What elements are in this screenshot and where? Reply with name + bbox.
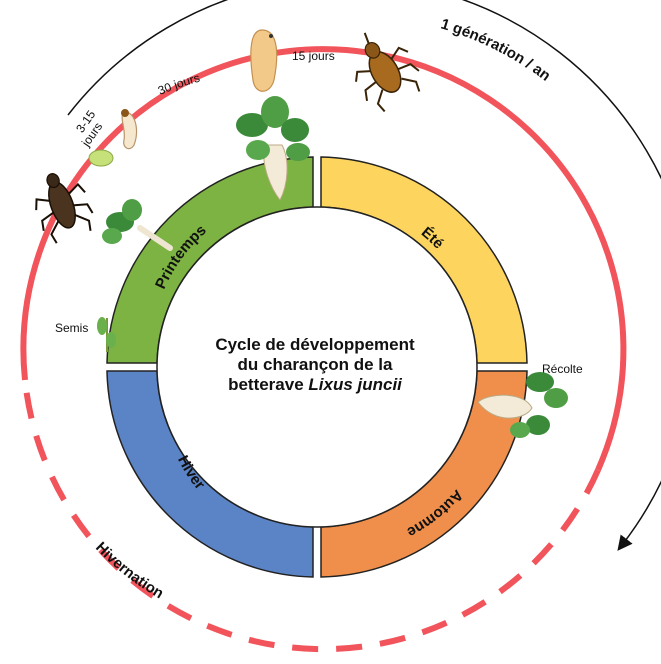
- generation-label: 1 génération / an: [439, 16, 554, 85]
- species-name: Lixus juncii: [308, 375, 402, 394]
- title-line-2: du charançon de la: [237, 355, 393, 374]
- adult-weevil-icon: [355, 32, 421, 113]
- title-line-3-prefix: betterave: [228, 375, 309, 394]
- title-line-1: Cycle de développement: [215, 335, 415, 354]
- generation-arc: [67, 0, 661, 551]
- seedling-icon: [97, 317, 116, 352]
- larva-duration-label: 30 jours: [156, 71, 201, 98]
- pupa-duration-label: 15 jours: [292, 49, 335, 63]
- cycle-ring-hibernation: [22, 379, 601, 653]
- larva-icon: [121, 111, 138, 150]
- harvested-beet-icon: [477, 372, 568, 438]
- harvest-label: Récolte: [542, 362, 583, 376]
- inner-circle: [156, 206, 478, 528]
- season-ring: [106, 156, 528, 578]
- hibernation-label: Hivernation: [92, 539, 166, 602]
- title-line-3: betterave Lixus juncii: [170, 375, 460, 395]
- egg-icon: [88, 149, 114, 167]
- adult-weevil-icon-left: [35, 173, 94, 244]
- pupa-icon: [250, 29, 278, 92]
- beet-plant-icon: [236, 96, 310, 201]
- young-beet-plant-icon: [102, 199, 173, 251]
- diagram-title: Cycle de développement du charançon de l…: [170, 335, 460, 395]
- sowing-label: Semis: [55, 321, 88, 335]
